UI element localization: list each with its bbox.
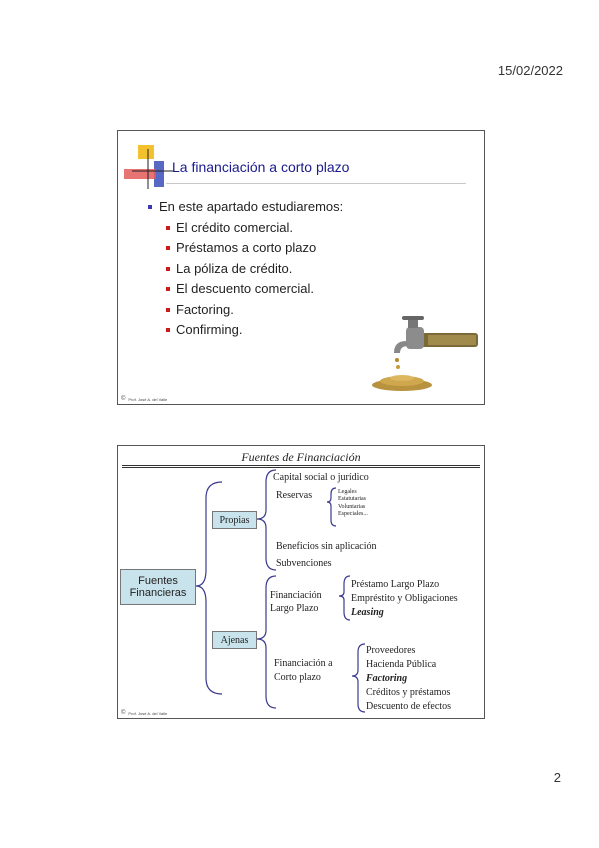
propias-node-box: Propias	[212, 511, 257, 529]
list-item: El descuento comercial.	[148, 279, 343, 300]
bullet-icon	[166, 246, 170, 251]
list-item-text: El descuento comercial.	[176, 281, 315, 296]
corto-plazo-label-1: Financiación a	[274, 658, 333, 669]
largo-item-leasing: Leasing	[351, 607, 384, 618]
reservas-type: Especiales...	[338, 510, 368, 517]
largo-item: Préstamo Largo Plazo	[351, 579, 440, 590]
list-item: Confirming.	[148, 320, 343, 341]
corto-item: Descuento de efectos	[366, 701, 451, 712]
bullet-icon	[148, 205, 152, 210]
slide-title: Fuentes de Financiación	[241, 450, 361, 464]
list-item-text: Factoring.	[176, 301, 234, 317]
reservas-type: Estatutarias	[338, 496, 366, 503]
slide-title: La financiación a corto plazo	[172, 159, 350, 175]
list-item: La póliza de crédito.	[148, 259, 343, 280]
intro-text: En este apartado estudiaremos:	[159, 199, 344, 214]
list-item-text: Préstamos a corto plazo	[176, 240, 317, 255]
list-item: Factoring.	[148, 300, 343, 321]
title-rule	[122, 467, 480, 468]
reservas-text: Reservas	[276, 490, 313, 501]
corto-item: Hacienda Pública	[366, 659, 437, 670]
ajenas-node-box: Ajenas	[212, 631, 257, 649]
page-number: 2	[553, 770, 561, 785]
slide-footer: © Prof. José A. del Valle	[121, 396, 167, 402]
list-item: El crédito comercial.	[148, 218, 343, 239]
reservas-type: Legales	[338, 489, 357, 495]
corto-plazo-label-2: Corto plazo	[274, 672, 321, 683]
corto-item: Proveedores	[366, 645, 416, 656]
beneficios-text: Beneficios sin aplicación	[276, 541, 377, 552]
root-node-box: Fuentes Financieras	[120, 569, 196, 605]
bullet-icon	[166, 225, 170, 230]
slide-footer: © Prof. José A. del Valle	[121, 710, 167, 716]
subvenciones-text: Subvenciones	[276, 558, 332, 569]
footer-text: Prof. José A. del Valle	[128, 396, 168, 402]
intro-row: En este apartado estudiaremos:	[148, 197, 343, 218]
slide-short-term-financing: La financiación a corto plazo En este ap…	[117, 130, 485, 405]
largo-item: Empréstito y Obligaciones	[351, 593, 458, 604]
bullet-icon	[166, 287, 170, 292]
reservas-types: Legales Estatutarias Voluntarias Especia…	[338, 489, 368, 518]
list-item: Préstamos a corto plazo	[148, 238, 343, 259]
reservas-type: Voluntarias	[338, 503, 366, 510]
largo-plazo-label-2: Largo Plazo	[270, 603, 319, 614]
footer-text: Prof. José A. del Valle	[128, 710, 168, 716]
list-item-text: La póliza de crédito.	[176, 260, 293, 276]
bullet-icon	[166, 307, 170, 312]
title-rule	[122, 465, 480, 466]
bullet-icon	[166, 266, 170, 271]
faucet-coins-illustration	[372, 316, 478, 391]
title-underline	[166, 183, 466, 184]
corto-item-factoring: Factoring	[366, 673, 408, 684]
bullet-icon	[166, 328, 170, 333]
corto-item: Créditos y préstamos	[366, 687, 451, 698]
topic-list: En este apartado estudiaremos: El crédit…	[148, 197, 343, 341]
page-date: 15/02/2022	[497, 63, 563, 78]
brace-connectors	[195, 469, 366, 713]
title-decoration-icon	[124, 145, 174, 189]
list-item-text: Confirming.	[176, 322, 243, 337]
list-item-text: El crédito comercial.	[176, 219, 294, 235]
copyright-icon: ©	[121, 396, 126, 402]
largo-plazo-label-1: Financiación	[270, 590, 322, 601]
capital-text: Capital social o jurídico	[273, 472, 369, 483]
copyright-icon: ©	[121, 710, 126, 716]
slide-financing-sources: Fuentes de Financiación Fuentes Financie…	[117, 445, 485, 719]
